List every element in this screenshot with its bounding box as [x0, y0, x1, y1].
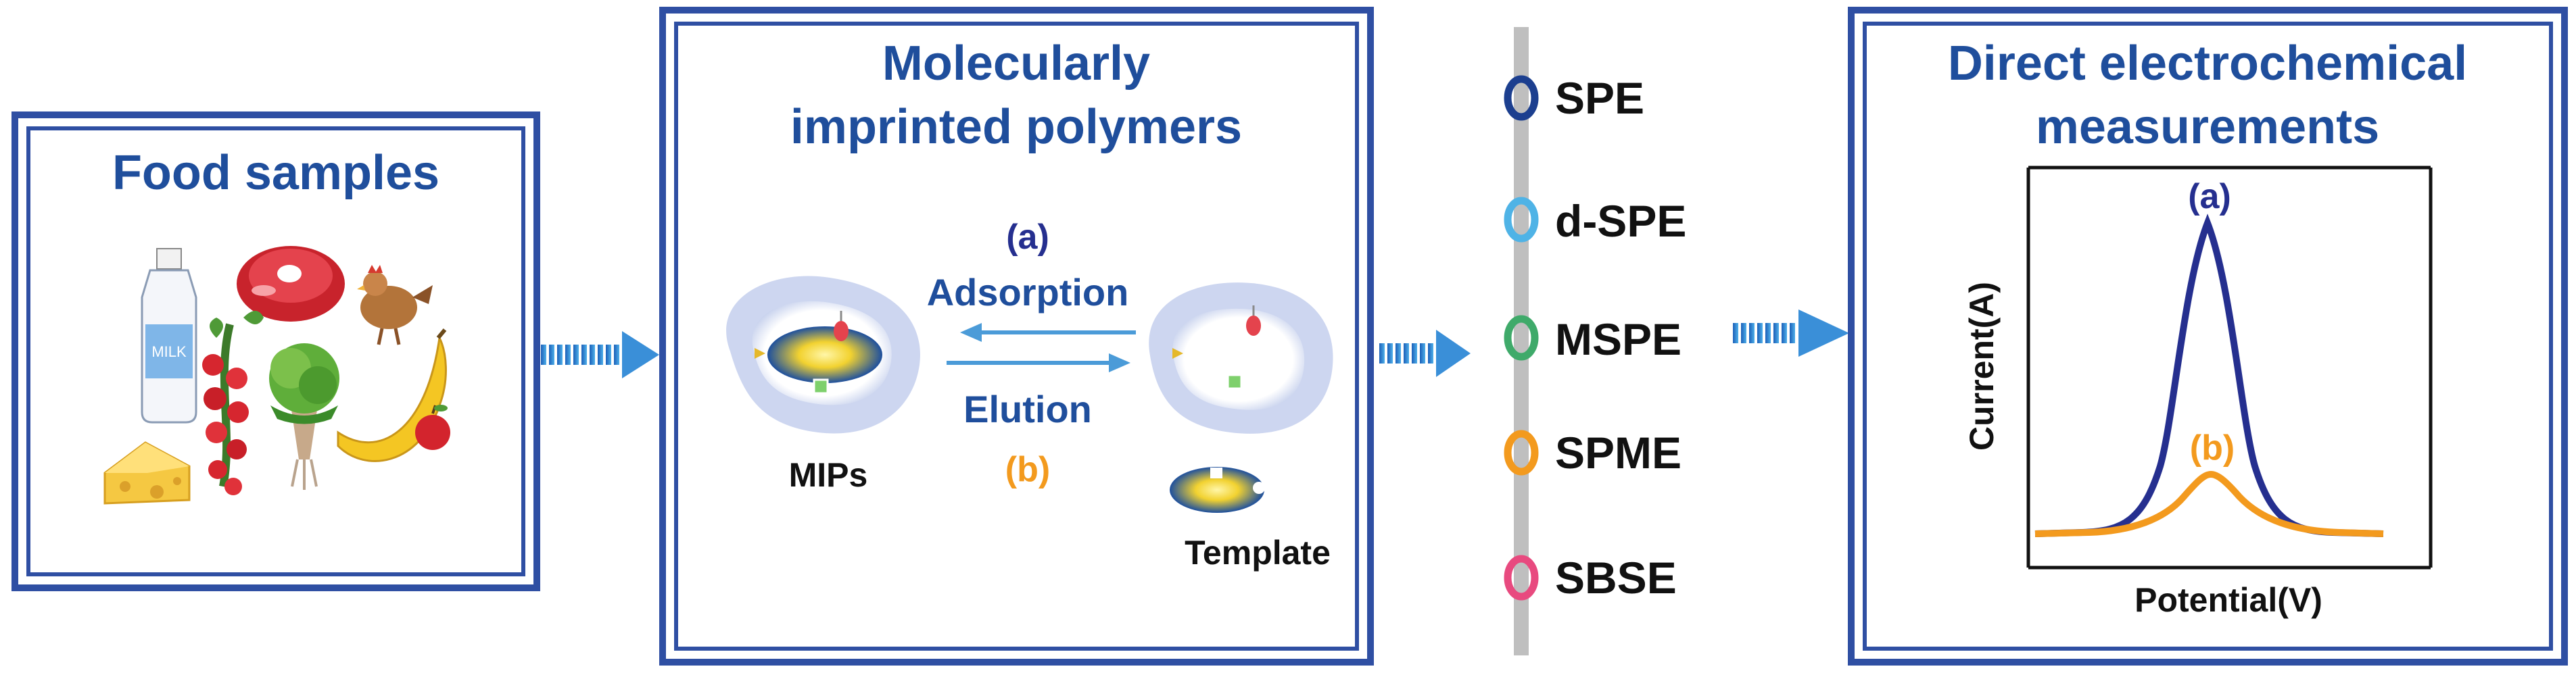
apple-icon	[415, 405, 450, 450]
method-dspe: d-SPE	[1504, 196, 1686, 246]
elution-label: Elution	[963, 388, 1092, 430]
steak-icon	[237, 246, 345, 322]
extraction-methods: SPE d-SPE MSPE SPME SBSE	[1504, 27, 1686, 655]
food-samples-panel: Food samples MILK	[11, 111, 540, 591]
method-spme: SPME	[1504, 428, 1681, 478]
adsorption-label: Adsorption	[927, 271, 1129, 314]
label-a: (a)	[1006, 218, 1049, 257]
curve-a	[2034, 214, 2384, 537]
method-label-dspe: d-SPE	[1555, 196, 1686, 246]
mip-with-template-icon	[726, 276, 920, 434]
method-label-spme: SPME	[1555, 428, 1681, 478]
method-label-mspe: MSPE	[1555, 314, 1681, 364]
mip-panel: Molecularly imprinted polymers	[659, 7, 1374, 666]
method-label-sbse: SBSE	[1555, 553, 1677, 603]
cheese-icon	[103, 441, 191, 505]
curve-b-label: (b)	[2190, 428, 2235, 468]
curve-a-label: (a)	[2188, 177, 2231, 216]
equilibrium-arrows	[947, 323, 1136, 372]
template-label: Template	[1185, 534, 1331, 572]
method-label-spe: SPE	[1555, 73, 1644, 123]
flow-arrow-2	[1379, 330, 1471, 377]
method-mspe: MSPE	[1504, 314, 1681, 364]
svg-text:MILK: MILK	[151, 343, 187, 360]
x-axis-label: Potential(V)	[2134, 581, 2322, 619]
mip-title-line1: Molecularly	[882, 36, 1150, 91]
direct-measurement-panel: Direct electrochemical measurements (a) …	[1848, 7, 2568, 666]
lettuce-icon	[269, 343, 339, 490]
flow-arrow-3	[1733, 309, 1849, 357]
voltammogram-plot: (a) (b) Current(A) Potential(V)	[1963, 166, 2433, 619]
food-samples-title: Food samples	[112, 146, 439, 200]
direct-title-line1: Direct electrochemical	[1948, 36, 2467, 91]
direct-title-line2: measurements	[2036, 100, 2379, 154]
tomato-vine-icon	[202, 311, 264, 495]
mip-title-line2: imprinted polymers	[790, 100, 1242, 154]
method-axis	[1514, 27, 1529, 655]
y-axis-label: Current(A)	[1963, 282, 2001, 451]
chicken-icon	[357, 265, 433, 345]
method-sbse: SBSE	[1504, 553, 1677, 603]
milk-bottle-icon: MILK	[141, 248, 197, 424]
empty-mip-icon	[1149, 282, 1333, 434]
label-b: (b)	[1005, 450, 1050, 489]
curve-b	[2034, 470, 2384, 537]
method-spe: SPE	[1504, 73, 1644, 123]
flow-arrow-1	[541, 331, 659, 378]
mips-label: MIPs	[789, 456, 868, 494]
template-molecule-icon	[1170, 467, 1265, 513]
